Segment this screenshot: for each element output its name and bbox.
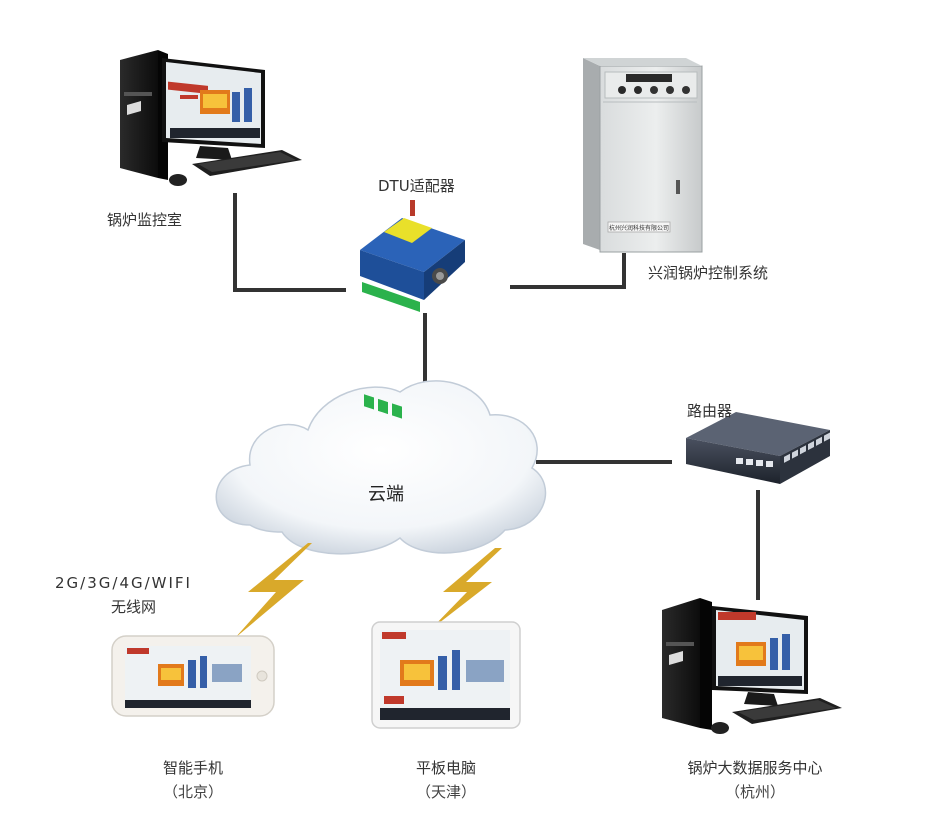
- dc-pc-monitor: [712, 606, 808, 706]
- dc-pc-mouse: [711, 722, 729, 734]
- datacenter-computer: [662, 598, 842, 734]
- label-wireless-network: 无线网: [111, 598, 157, 616]
- connection-lines: [233, 193, 760, 600]
- lightning-left: [235, 543, 312, 638]
- pc-monitor: [162, 58, 265, 160]
- pc-keyboard: [192, 150, 302, 176]
- pc-tower: [120, 50, 168, 180]
- cloud-shape: [215, 380, 547, 555]
- label-tablet: 平板电脑: [415, 759, 477, 777]
- label-tablet-city: （天津）: [415, 783, 477, 801]
- cabinet-nameplate: 杭州兴润科技有限公司: [609, 224, 669, 232]
- tablet-device: [371, 621, 521, 729]
- label-phone: 智能手机: [162, 759, 224, 777]
- lightning-right: [430, 548, 502, 630]
- pc-mouse: [169, 174, 187, 186]
- line-monitor-to-dtu: [233, 193, 346, 292]
- label-datacenter-city: （杭州）: [724, 783, 786, 801]
- label-phone-city: （北京）: [162, 783, 224, 801]
- label-control-system: 兴润锅炉控制系统: [648, 264, 769, 282]
- label-monitor-room: 锅炉监控室: [107, 211, 183, 229]
- label-dtu: DTU适配器: [378, 177, 455, 195]
- smartphone-device: [111, 635, 275, 717]
- control-cabinet: 杭州兴润科技有限公司: [583, 58, 703, 253]
- label-cloud: 云端: [368, 484, 404, 505]
- label-wireless-bands: 2G/3G/4G/WIFI: [55, 574, 192, 592]
- label-datacenter: 锅炉大数据服务中心: [687, 759, 823, 777]
- dc-pc-tower: [662, 598, 712, 730]
- dtu-adapter-device: [360, 200, 465, 419]
- monitor-room-computer: [120, 50, 302, 186]
- dc-pc-keyboard: [732, 698, 842, 724]
- label-router: 路由器: [687, 402, 733, 420]
- line-dtu-to-control: [510, 253, 626, 289]
- router-device: [686, 412, 830, 484]
